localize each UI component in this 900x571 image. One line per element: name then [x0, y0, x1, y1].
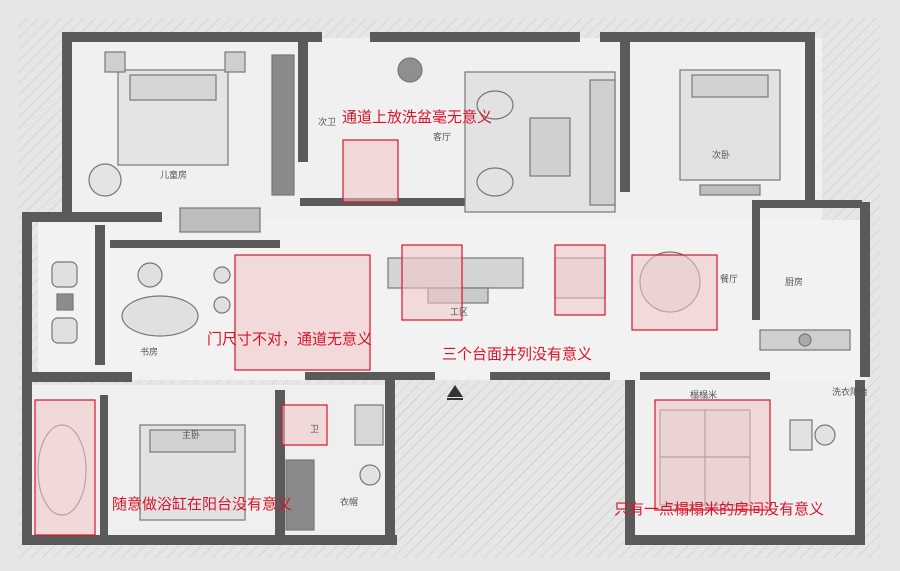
annotation-washbasin: 通道上放洗盆毫无意义 — [342, 108, 493, 126]
label-master-bedroom: 主卧 — [182, 429, 200, 441]
problem-highlights — [34, 139, 771, 536]
label-living: 客厅 — [433, 131, 451, 143]
label-kitchen: 厨房 — [785, 276, 803, 288]
label-tatami: 榻榻米 — [690, 389, 717, 401]
label-study: 书房 — [140, 346, 158, 358]
label-dining: 餐厅 — [720, 273, 738, 285]
walls — [22, 32, 870, 545]
label-bedroom-tr: 次卧 — [712, 149, 730, 161]
living-furniture — [397, 57, 616, 213]
label-corridor: 次卫 — [318, 116, 336, 128]
highlight-tatami — [654, 399, 771, 511]
entrance-arrow-icon — [447, 385, 463, 397]
highlight-bath-small — [281, 404, 328, 446]
bedroom-tr-furniture — [679, 69, 781, 196]
highlight-counter-2 — [554, 244, 606, 316]
annotation-door-passage: 门尺寸不对，通道无意义 — [207, 330, 373, 348]
annotation-counters: 三个台面并列没有意义 — [442, 345, 593, 363]
label-bath: 卫 — [310, 425, 319, 435]
label-laundry: 洗衣阳台 — [832, 386, 868, 398]
highlight-washbasin — [342, 139, 399, 203]
entrance-mark — [447, 398, 463, 400]
highlight-counter-1 — [401, 244, 463, 321]
highlight-counter-3 — [631, 254, 718, 331]
study-furniture — [51, 261, 231, 344]
annotation-bathtub: 随意做浴缸在阳台没有意义 — [112, 495, 293, 513]
label-cloak: 衣帽 — [340, 496, 358, 508]
highlight-bathtub — [34, 399, 96, 536]
label-bedroom-tl: 儿童房 — [160, 169, 187, 181]
label-kitchen-zone: 工区 — [450, 307, 468, 318]
annotation-tatami: 只有一点榻榻米的房间没有意义 — [614, 500, 825, 518]
room-labels: 儿童房 客厅 次卧 书房 厨房 餐厅 主卧 卫 榻榻米 次卫 工区 洗衣阳台 衣… — [140, 116, 868, 508]
bedroom-tl-furniture — [88, 51, 295, 233]
highlight-door-passage — [234, 254, 371, 371]
